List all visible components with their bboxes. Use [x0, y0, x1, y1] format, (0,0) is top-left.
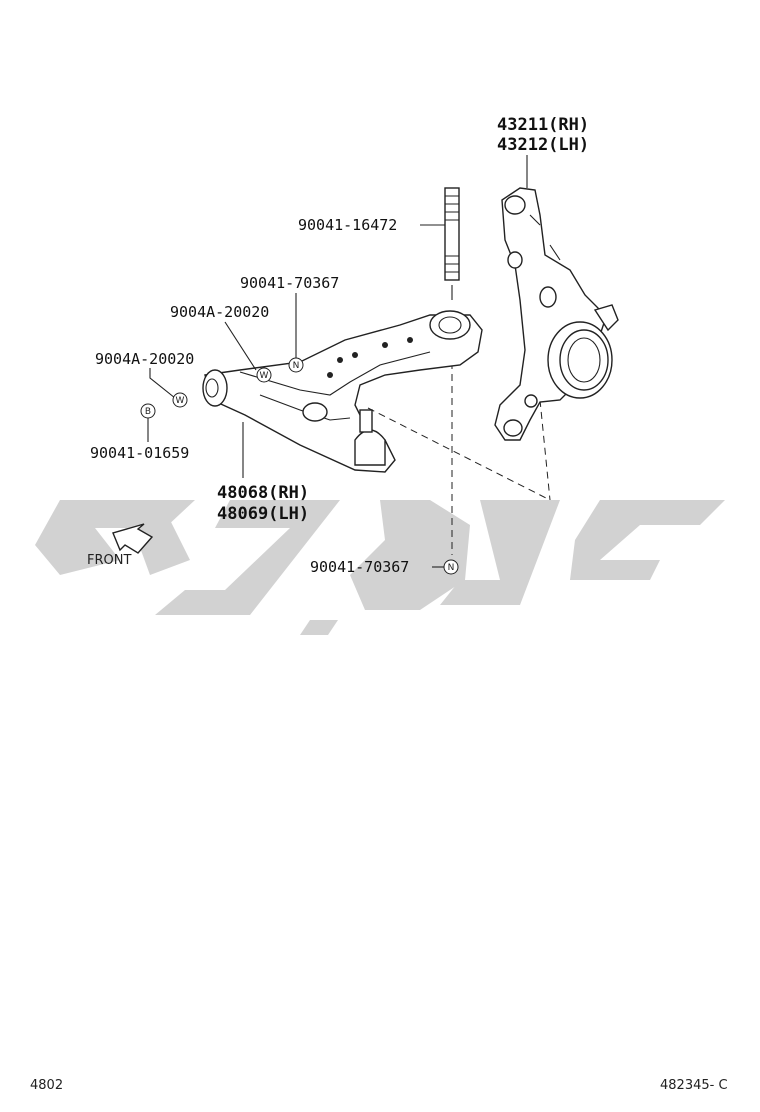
front-arrow: FRONT — [87, 523, 154, 568]
steering-knuckle-drawing — [494, 187, 619, 441]
part-label-nut-top: 90041-70367 — [240, 274, 339, 292]
nut-symbol-bottom: N — [443, 559, 459, 575]
assembly-lines — [367, 285, 551, 555]
part-label-bolt: 90041-01659 — [90, 444, 189, 462]
part-label-knuckle-lh: 43212(LH) — [497, 135, 589, 155]
part-label-arm-rh: 48068(RH) — [217, 483, 309, 503]
part-label-washer-top: 9004A-20020 — [170, 303, 269, 321]
washer-symbol-left: W — [172, 392, 188, 408]
stud-bolt-drawing — [444, 187, 460, 281]
lower-control-arm-drawing — [202, 310, 483, 473]
nut-symbol-bottom-label: N — [448, 563, 455, 573]
washer-symbol-top: W — [256, 367, 272, 383]
part-label-nut-bottom: 90041-70367 — [310, 558, 409, 576]
footer-right-code: 482345- C — [660, 1078, 728, 1093]
part-label-stud-bolt: 90041-16472 — [298, 216, 397, 234]
washer-symbol-top-label: W — [260, 371, 269, 381]
leader-lines — [147, 155, 528, 568]
watermark — [35, 500, 725, 635]
part-label-arm-lh: 48069(LH) — [217, 504, 309, 524]
nut-symbol-top-label: N — [293, 361, 300, 371]
bolt-symbol-label: B — [145, 407, 151, 417]
part-label-washer-left: 9004A-20020 — [95, 350, 194, 368]
part-label-knuckle-rh: 43211(RH) — [497, 115, 589, 135]
bolt-symbol: B — [140, 403, 156, 419]
front-label: FRONT — [87, 553, 131, 568]
nut-symbol-top: N — [288, 357, 304, 373]
footer-left-code: 4802 — [30, 1078, 63, 1093]
washer-symbol-left-label: W — [176, 396, 185, 406]
